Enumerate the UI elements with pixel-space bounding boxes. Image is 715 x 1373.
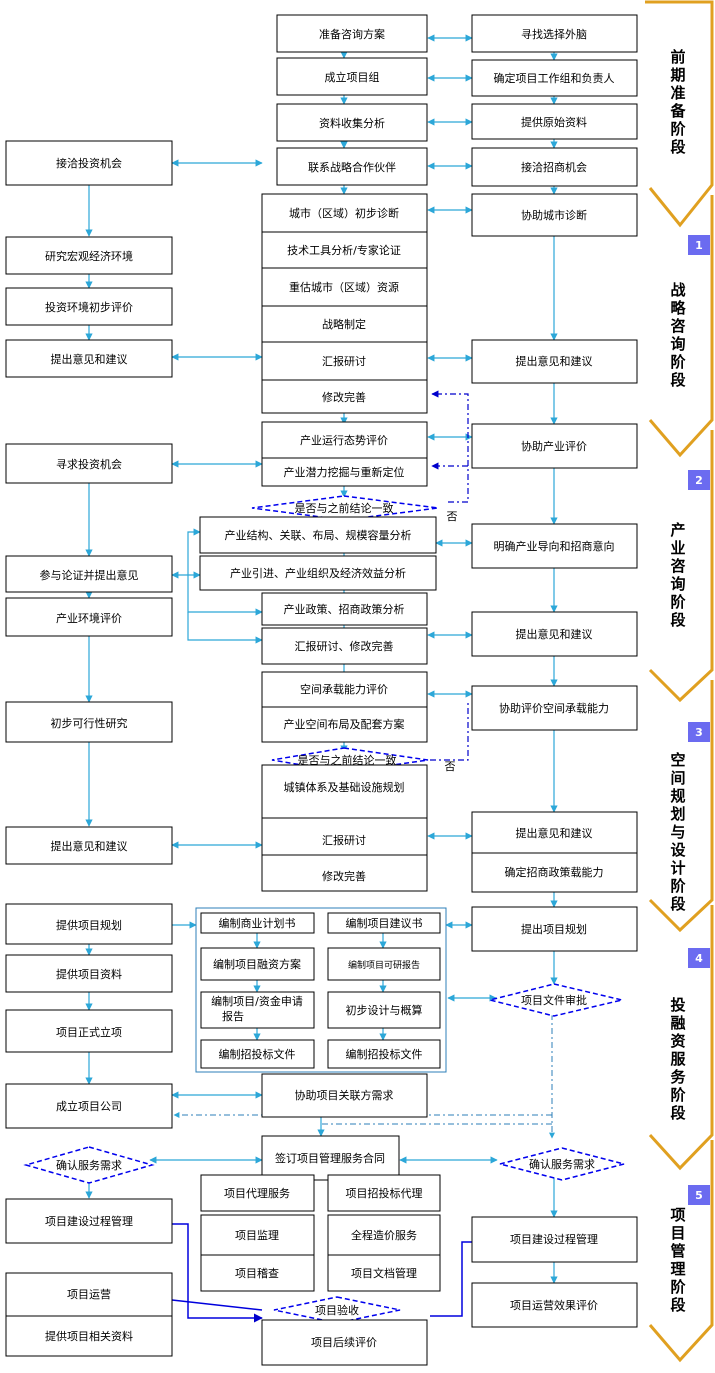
service-box-1: 项目代理服务: [224, 1187, 290, 1200]
center-diamond-2: 是否与之前结论一致: [298, 753, 397, 767]
phase-label-strategy: 战略咨询阶段: [670, 281, 686, 389]
left-box-2: 研究宏观经济环境: [45, 249, 133, 263]
phase-brackets: [645, 0, 714, 1363]
right-box-9: 提出意见和建议: [516, 627, 593, 641]
phase-number-1: 1: [695, 239, 703, 252]
left-box-10: 提供项目规划: [56, 918, 122, 932]
center-box-17: 空间承载能力评价: [300, 682, 388, 696]
right-box-8: 明确产业导向和招商意向: [494, 539, 615, 553]
service-box-6: 项目文档管理: [351, 1266, 417, 1280]
group-box-6: 初步设计与概算: [346, 1003, 423, 1017]
right-box-7: 协助产业评价: [521, 439, 587, 453]
phase-label-spatial: 空间规划与设计阶段: [670, 751, 686, 913]
left-box-6: 参与论证并提出意见: [40, 568, 139, 582]
right-box-11: 提出意见和建议: [516, 826, 593, 840]
no-label-2: 否: [445, 760, 456, 773]
right-box-14: 项目建设过程管理: [510, 1232, 598, 1246]
phase-label-prep: 前期准备阶段: [669, 48, 686, 156]
phase-number-2: 2: [695, 474, 703, 487]
right-box-5: 协助城市诊断: [521, 208, 587, 222]
phase-number-4: 4: [695, 952, 703, 965]
group-box-8: 编制招投标文件: [346, 1047, 423, 1061]
center-box-7: 重估城市（区域）资源: [289, 280, 399, 294]
right-column: 寻找选择外脑 确定项目工作组和负责人 提供原始资料 接洽招商机会 协助城市诊断 …: [471, 14, 638, 1328]
left-column: 接洽投资机会 研究宏观经济环境 投资环境初步评价 提出意见和建议 寻求投资机会 …: [5, 140, 173, 1357]
group-box-5a: 编制项目/资金申请: [211, 994, 303, 1008]
center-box-8: 战略制定: [322, 317, 366, 331]
center-box-12: 产业潜力挖掘与重新定位: [284, 465, 405, 479]
center-diamond-acceptance: 项目验收: [315, 1303, 359, 1317]
center-box-23: 签订项目管理服务合同: [275, 1151, 385, 1165]
phase-labels: 前期准备阶段 战略咨询阶段 产业咨询阶段 空间规划与设计阶段 投融资服务阶段 项…: [669, 48, 686, 1314]
right-box-4: 接洽招商机会: [521, 160, 587, 174]
center-box-5: 城市（区域）初步诊断: [289, 206, 399, 220]
center-box-13: 产业结构、关联、布局、规模容量分析: [225, 528, 412, 542]
center-box-1: 准备咨询方案: [319, 27, 385, 41]
group-box-3: 编制项目融资方案: [213, 957, 301, 971]
center-box-9: 汇报研讨: [322, 354, 366, 368]
left-box-11: 提供项目资料: [56, 967, 122, 981]
service-box-5: 项目稽查: [235, 1266, 279, 1280]
center-box-16: 汇报研讨、修改完善: [295, 639, 394, 653]
center-box-4: 联系战略合作伙伴: [308, 160, 396, 174]
service-box-3: 项目监理: [235, 1229, 279, 1242]
left-box-7: 产业环境评价: [56, 611, 122, 625]
right-box-1: 寻找选择外脑: [521, 27, 587, 41]
right-diamond-approval: 项目文件审批: [521, 993, 587, 1007]
service-box-2: 项目招投标代理: [346, 1186, 423, 1200]
left-box-12: 项目正式立项: [56, 1025, 122, 1039]
right-box-15: 项目运营效果评价: [510, 1298, 598, 1312]
phase-number-3: 3: [695, 726, 703, 739]
center-box-20: 汇报研讨: [322, 833, 366, 847]
left-box-9: 提出意见和建议: [51, 839, 128, 853]
group-box-5b: 报告: [222, 1009, 244, 1023]
right-box-2: 确定项目工作组和负责人: [494, 71, 615, 85]
service-box-4: 全程造价服务: [351, 1228, 417, 1242]
center-box-2: 成立项目组: [325, 70, 380, 84]
center-box-10: 修改完善: [322, 390, 366, 404]
left-box-13: 成立项目公司: [56, 1099, 122, 1113]
right-box-12: 确定招商政策载能力: [505, 865, 604, 879]
group-box-7: 编制招投标文件: [219, 1047, 296, 1061]
group-box-2: 编制项目建议书: [346, 916, 423, 930]
center-box-11: 产业运行态势评价: [300, 433, 388, 447]
left-box-14: 项目建设过程管理: [45, 1214, 133, 1228]
left-box-16: 提供项目相关资料: [45, 1329, 133, 1343]
center-box-22: 协助项目关联方需求: [295, 1088, 394, 1102]
phase-label-finance: 投融资服务阶段: [670, 996, 686, 1122]
right-diamond-service: 确认服务需求: [529, 1158, 595, 1171]
left-box-3: 投资环境初步评价: [45, 300, 133, 314]
group-box-4: 编制项目可研报告: [348, 959, 420, 971]
left-box-1: 接洽投资机会: [56, 156, 122, 170]
left-box-5: 寻求投资机会: [56, 457, 122, 471]
center-box-15: 产业政策、招商政策分析: [284, 602, 405, 616]
left-box-8: 初步可行性研究: [51, 716, 128, 730]
center-box-14: 产业引进、产业组织及经济效益分析: [230, 566, 406, 580]
center-box-24: 项目后续评价: [311, 1335, 377, 1349]
phase-badges: 1 2 3 4 5: [688, 235, 710, 1205]
center-diamond-1: 是否与之前结论一致: [295, 501, 394, 515]
left-box-4: 提出意见和建议: [51, 352, 128, 366]
right-box-3: 提供原始资料: [521, 115, 587, 129]
left-diamond-service: 确认服务需求: [56, 1159, 122, 1172]
center-box-3: 资料收集分析: [319, 116, 385, 130]
phase-label-industry: 产业咨询阶段: [670, 521, 686, 629]
right-box-6: 提出意见和建议: [516, 354, 593, 368]
phase-number-5: 5: [695, 1189, 703, 1202]
group-box-1: 编制商业计划书: [219, 916, 296, 930]
no-label-1: 否: [447, 510, 458, 523]
center-box-21: 修改完善: [322, 869, 366, 883]
phase-label-management: 项目管理阶段: [670, 1206, 686, 1314]
left-box-15: 项目运营: [67, 1287, 111, 1301]
center-column: 准备咨询方案 成立项目组 资料收集分析 联系战略合作伙伴 城市（区域）初步诊断 …: [195, 14, 458, 1366]
center-box-19: 城镇体系及基础设施规划: [284, 780, 405, 794]
right-box-10: 协助评价空间承载能力: [499, 701, 609, 715]
right-box-13: 提出项目规划: [521, 922, 587, 936]
center-box-18: 产业空间布局及配套方案: [284, 717, 405, 731]
center-box-6: 技术工具分析/专家论证: [287, 243, 401, 257]
